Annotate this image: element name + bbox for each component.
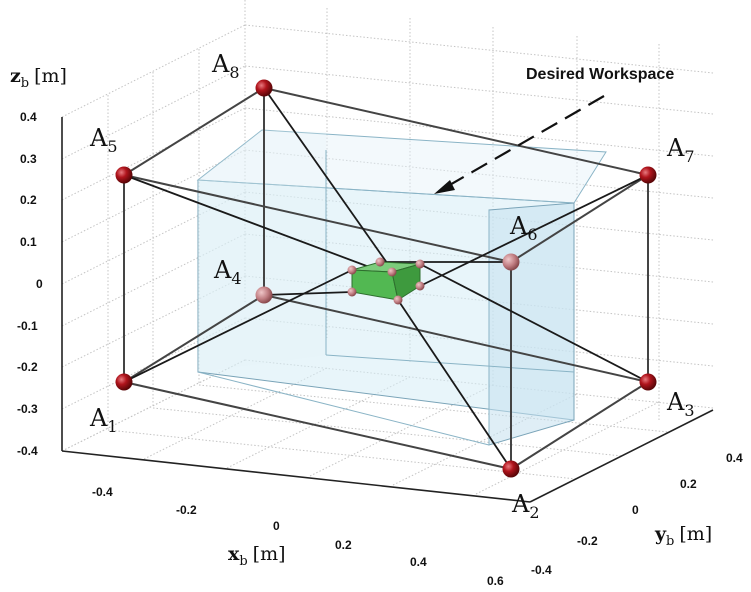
svg-text:0.2: 0.2	[335, 538, 352, 552]
anchor-ball-a2	[502, 460, 520, 478]
frame-edges	[123, 87, 649, 470]
svg-text:0: 0	[273, 519, 280, 533]
svg-text:0.3: 0.3	[20, 152, 37, 166]
moving-platform	[347, 257, 425, 305]
y-axis-ticks: 0.4 0.2 0 -0.2 -0.4	[531, 451, 743, 577]
svg-text:-0.3: -0.3	[17, 402, 38, 416]
anchor-label-a4: A4	[213, 256, 242, 288]
anchor-ball-a6	[502, 253, 520, 271]
anchor-ball-a5	[115, 166, 133, 184]
y-axis-label: yb[m]	[654, 523, 712, 549]
anchor-label-a2: A2	[511, 490, 540, 522]
svg-text:0.6: 0.6	[487, 574, 504, 588]
svg-text:-0.1: -0.1	[17, 319, 38, 333]
anchor-ball-a1	[115, 373, 133, 391]
svg-text:0.4: 0.4	[726, 451, 743, 465]
x-axis-label: xb[m]	[228, 543, 286, 569]
anchor-labels: A1 A2 A3 A4 A5 A6 A7 A8	[89, 50, 695, 522]
svg-text:-0.4: -0.4	[17, 444, 38, 458]
anchor-label-a7: A7	[666, 134, 695, 166]
anchor-label-a1: A1	[89, 404, 118, 436]
cables	[123, 87, 649, 470]
workspace-arrow-head	[434, 180, 455, 194]
x-axis-ticks: -0.4 -0.2 0 0.2 0.4 0.6	[92, 485, 504, 588]
z-axis-label: zb[m]	[10, 65, 67, 91]
svg-text:0.2: 0.2	[680, 477, 697, 491]
svg-text:0.4: 0.4	[20, 110, 37, 124]
svg-text:0.1: 0.1	[20, 235, 37, 249]
svg-text:0.4: 0.4	[410, 555, 427, 569]
svg-text:-0.4: -0.4	[92, 485, 113, 499]
svg-text:0.2: 0.2	[20, 193, 37, 207]
svg-text:0: 0	[632, 503, 639, 517]
anchor-ball-a4	[255, 286, 273, 304]
anchor-points	[115, 79, 657, 478]
svg-text:-0.4: -0.4	[531, 563, 552, 577]
anchor-label-a8: A8	[211, 50, 240, 82]
svg-text:-0.2: -0.2	[577, 534, 598, 548]
svg-text:0: 0	[36, 277, 43, 291]
anchor-label-a3: A3	[666, 388, 695, 420]
axes-box	[61, 117, 714, 503]
anchor-label-a5: A5	[89, 124, 118, 156]
workspace-label: Desired Workspace	[526, 66, 674, 83]
anchor-ball-a3	[639, 373, 657, 391]
anchor-label-a6: A6	[509, 212, 538, 244]
workspace-arrow-line	[447, 95, 605, 187]
workspace-annotation: Desired Workspace	[434, 66, 674, 194]
svg-text:-0.2: -0.2	[17, 360, 38, 374]
svg-text:-0.2: -0.2	[176, 503, 197, 517]
z-axis-ticks: 0.4 0.3 0.2 0.1 0 -0.1 -0.2 -0.3 -0.4	[17, 110, 43, 458]
anchor-ball-a8	[255, 79, 273, 97]
anchor-ball-a7	[639, 166, 657, 184]
